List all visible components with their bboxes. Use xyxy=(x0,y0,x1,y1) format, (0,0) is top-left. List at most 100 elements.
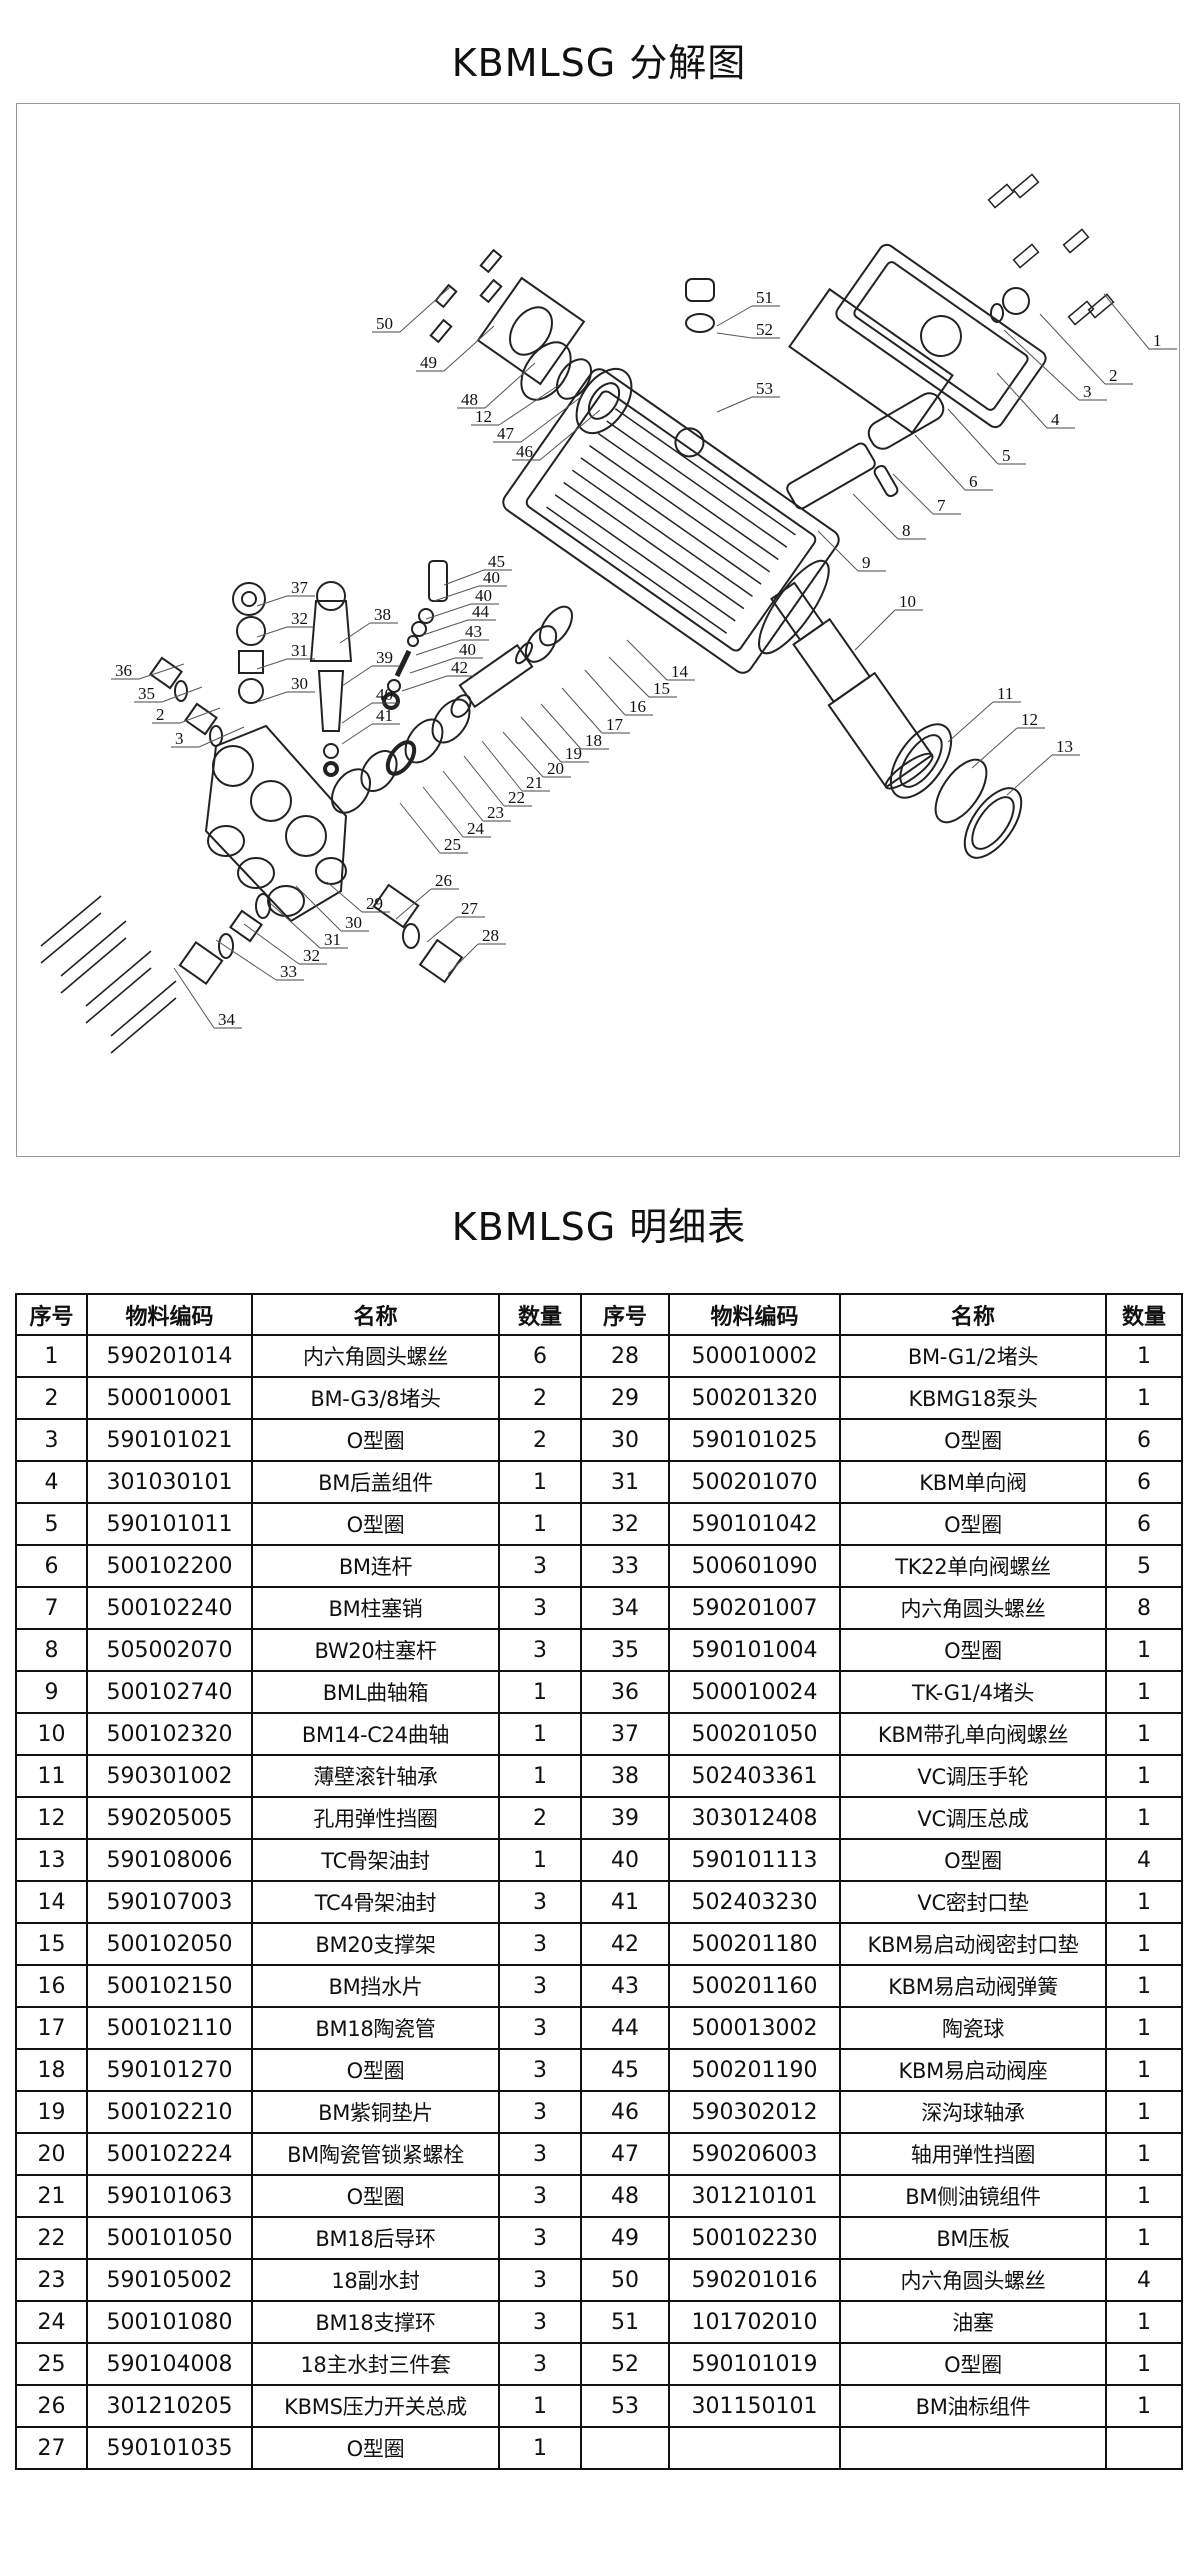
cell-index: 53 xyxy=(580,2384,670,2428)
callout-label: 9 xyxy=(862,553,871,572)
exploded-view-drawing: 1234567891011121314151617181920212223242… xyxy=(40,173,1177,1054)
callout-label: 27 xyxy=(461,899,479,918)
callout-label: 39 xyxy=(376,648,393,667)
callout-leader-line xyxy=(892,473,934,515)
callout-label: 40 xyxy=(483,568,500,587)
cell-part-name: BM18后导环 xyxy=(251,2216,500,2260)
callout-label: 7 xyxy=(937,496,946,515)
cell-index: 2 xyxy=(15,1376,88,1420)
cell-index: 23 xyxy=(15,2258,88,2302)
cell-part-name: O型圈 xyxy=(839,1418,1107,1462)
callout-leader-line xyxy=(138,663,185,680)
cell-quantity xyxy=(1105,2426,1183,2470)
callout-label: 2 xyxy=(156,705,165,724)
cell-part-name: BM连杆 xyxy=(251,1544,500,1588)
cell-index: 22 xyxy=(15,2216,88,2260)
cell-part-name: O型圈 xyxy=(251,2426,500,2470)
callout-label: 32 xyxy=(291,609,308,628)
callout-label: 37 xyxy=(291,578,309,597)
cell-index: 28 xyxy=(580,1334,670,1378)
cell-part-code: 500010024 xyxy=(668,1670,841,1714)
cell-index: 5 xyxy=(15,1502,88,1546)
callout-leader-line xyxy=(716,305,753,327)
cell-part-code: 590101021 xyxy=(86,1418,253,1462)
cell-index: 40 xyxy=(580,1838,670,1882)
cell-part-name: BM18支撑环 xyxy=(251,2300,500,2344)
cell-quantity: 1 xyxy=(498,2426,582,2470)
cell-part-code: 500102150 xyxy=(86,1964,253,2008)
cell-part-name: O型圈 xyxy=(251,1502,500,1546)
callout-leader-line xyxy=(399,802,441,854)
callout-leader-line xyxy=(256,626,288,638)
callout-leader-line xyxy=(269,902,321,949)
callout-label: 31 xyxy=(291,641,308,660)
cell-index: 33 xyxy=(580,1544,670,1588)
cell-part-name: KBMG18泵头 xyxy=(839,1376,1107,1420)
cell-part-code: 590101113 xyxy=(668,1838,841,1882)
cell-part-code: 500010002 xyxy=(668,1334,841,1378)
cell-index: 43 xyxy=(580,1964,670,2008)
cell-part-name: O型圈 xyxy=(251,1418,500,1462)
cell-quantity: 4 xyxy=(1105,2258,1183,2302)
callout-label: 46 xyxy=(516,442,533,461)
callout-leader-line xyxy=(422,786,464,838)
cell-quantity: 1 xyxy=(498,1670,582,1714)
cell-part-name: 油塞 xyxy=(839,2300,1107,2344)
cell-index: 18 xyxy=(15,2048,88,2092)
cell-quantity: 4 xyxy=(1105,1838,1183,1882)
cell-part-name: BM14-C24曲轴 xyxy=(251,1712,500,1756)
callout-label: 19 xyxy=(565,744,582,763)
callout-label: 23 xyxy=(487,803,504,822)
cell-quantity: 6 xyxy=(1105,1460,1183,1504)
cell-part-name: 18副水封 xyxy=(251,2258,500,2302)
cell-part-code: 301150101 xyxy=(668,2384,841,2428)
cell-part-code: 500010001 xyxy=(86,1376,253,1420)
callout-label: 34 xyxy=(218,1010,236,1029)
cell-part-name: BM后盖组件 xyxy=(251,1460,500,1504)
callout-leader-line xyxy=(256,595,288,607)
cell-part-code: 590201016 xyxy=(668,2258,841,2302)
cell-part-code: 500102320 xyxy=(86,1712,253,1756)
cell-quantity: 3 xyxy=(498,2258,582,2302)
callout-label: 10 xyxy=(899,592,916,611)
cell-part-code: 500102230 xyxy=(668,2216,841,2260)
pump-head-part xyxy=(204,724,348,923)
cell-part-name: BM压板 xyxy=(839,2216,1107,2260)
cell-part-name: 孔用弹性挡圈 xyxy=(251,1796,500,1840)
crankshaft-part xyxy=(770,581,934,790)
callout-leader-line xyxy=(341,723,373,745)
cell-index: 25 xyxy=(15,2342,88,2386)
callout-label: 3 xyxy=(175,729,184,748)
callout-label: 8 xyxy=(902,521,911,540)
cell-part-name: O型圈 xyxy=(839,1838,1107,1882)
callout-label: 1 xyxy=(1153,331,1162,350)
cell-part-code: 590107003 xyxy=(86,1880,253,1924)
cell-part-name: KBM带孔单向阀螺丝 xyxy=(839,1712,1107,1756)
callout-leader-line xyxy=(243,923,300,965)
callout-leader-line xyxy=(409,657,456,674)
callout-label: 38 xyxy=(374,605,391,624)
cell-part-code: 590101063 xyxy=(86,2174,253,2218)
cell-quantity: 3 xyxy=(498,1628,582,1672)
cell-quantity: 1 xyxy=(498,1460,582,1504)
cell-part-name: KBM易启动阀座 xyxy=(839,2048,1107,2092)
callout-leader-line xyxy=(498,384,560,426)
callout-label: 15 xyxy=(653,679,670,698)
callout-leader-line xyxy=(852,493,899,540)
callout-label: 26 xyxy=(435,871,452,890)
cell-part-name: TC骨架油封 xyxy=(251,1838,500,1882)
cell-index: 48 xyxy=(580,2174,670,2218)
callout-label: 25 xyxy=(444,835,461,854)
cell-part-name: TC4骨架油封 xyxy=(251,1880,500,1924)
callout-label: 18 xyxy=(585,731,602,750)
